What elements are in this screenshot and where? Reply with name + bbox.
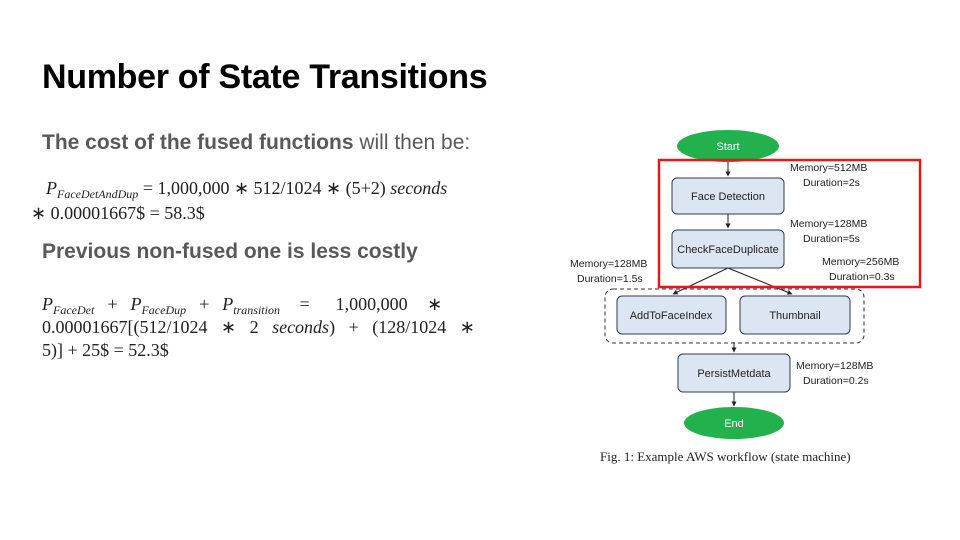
end-node: [684, 407, 784, 439]
persist-metadata-node: [677, 353, 791, 393]
add-index-memory: Memory=128MB: [570, 258, 647, 270]
non-fused-equation-line1: PFaceDet + PFaceDup + Ptransition = 1,00…: [42, 294, 442, 318]
start-node: [677, 130, 779, 162]
eq2-p3: P: [222, 294, 234, 314]
eq2-sub3: transition: [233, 303, 280, 317]
check-duplicate-duration: Duration=5s: [803, 233, 860, 245]
thumbnail-duration: Duration=0.3s: [829, 271, 895, 283]
edge-check-addtoindex: [672, 267, 729, 295]
check-face-duplicate-label: CheckFaceDuplicate: [677, 244, 779, 256]
eq2-sub1: FaceDet: [53, 303, 95, 317]
check-face-duplicate-node: [671, 229, 785, 269]
fused-cost-equation-line1: PFaceDetAndDup = 1,000,000 ∗ 512/1024 ∗ …: [46, 178, 447, 202]
eq1-symbol: P: [46, 178, 57, 198]
eq2-line2b: ) + (128/1024 ∗: [329, 317, 475, 337]
non-fused-subtitle: Previous non-fused one is less costly: [42, 240, 418, 263]
fused-highlight-box: [657, 158, 922, 289]
persist-memory: Memory=128MB: [796, 360, 873, 372]
thumbnail-memory: Memory=256MB: [822, 256, 899, 268]
fused-cost-subtitle-bold: The cost of the fused functions: [42, 131, 354, 154]
face-detection-node: [671, 177, 785, 215]
face-detection-duration: Duration=2s: [803, 177, 860, 189]
eq2-p1: P: [42, 294, 53, 314]
eq1-rest: = 1,000,000 ∗ 512/1024 ∗ (5+2): [138, 178, 391, 198]
edge-check-thumbnail: [727, 267, 793, 295]
eq1-unit: seconds: [390, 178, 448, 198]
figure-caption: Fig. 1: Example AWS workflow (state mach…: [600, 449, 851, 464]
persist-metadata-label: PersistMetdata: [697, 368, 771, 380]
eq2-p2: P: [130, 294, 142, 314]
non-fused-equation-line2: 0.00001667[(512/1024 ∗ 2 seconds) + (128…: [42, 317, 475, 338]
fused-cost-subtitle: The cost of the fused functions will the…: [42, 131, 470, 155]
eq2-sub2: FaceDup: [141, 303, 187, 317]
eq2-plus1: +: [94, 294, 131, 314]
eq1-subscript: FaceDetAndDup: [57, 187, 139, 201]
check-duplicate-memory: Memory=128MB: [790, 218, 867, 230]
non-fused-equation-line3: 5)] + 25$ = 52.3$: [42, 340, 169, 360]
eq2-line2-unit: seconds: [272, 317, 330, 337]
face-detection-memory: Memory=512MB: [790, 162, 867, 174]
eq2-rest1: = 1,000,000 ∗: [279, 294, 443, 314]
start-label: Start: [716, 141, 739, 153]
add-to-face-index-label: AddToFaceIndex: [630, 310, 713, 322]
fused-cost-equation-line2: ∗ 0.00001667$ = 58.3$: [31, 203, 205, 223]
add-to-face-index-node: [616, 295, 727, 335]
parallel-state-box: [604, 288, 865, 344]
thumbnail-label: Thumbnail: [769, 310, 820, 322]
page-title: Number of State Transitions: [42, 58, 488, 96]
eq2-plus2: +: [186, 294, 223, 314]
face-detection-label: Face Detection: [691, 191, 765, 203]
add-index-duration: Duration=1.5s: [577, 273, 643, 285]
eq2-line2a: 0.00001667[(512/1024 ∗ 2: [42, 317, 273, 337]
fused-cost-subtitle-rest: will then be:: [353, 131, 471, 154]
thumbnail-node: [739, 295, 851, 335]
persist-duration: Duration=0.2s: [803, 375, 869, 387]
end-label: End: [724, 418, 744, 430]
